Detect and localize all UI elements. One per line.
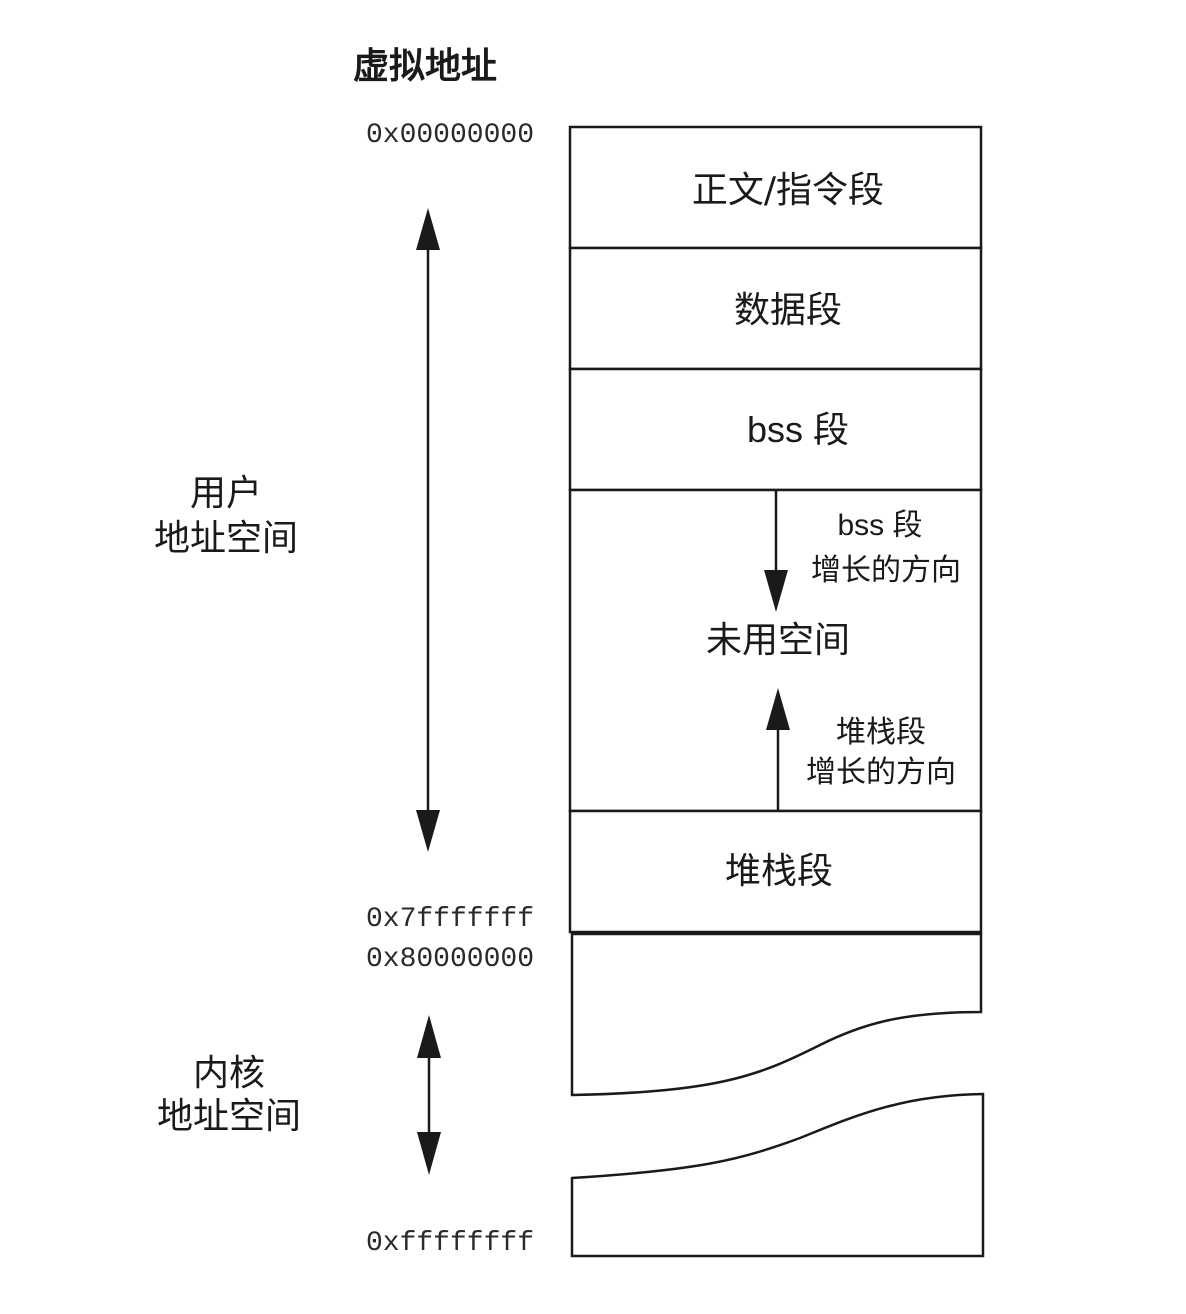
kernel-space-range-arrow xyxy=(417,1015,441,1175)
user-space-range-arrow xyxy=(416,208,440,852)
segment-unused-label: 未用空间 xyxy=(706,620,850,661)
address-kernel-start: 0x80000000 xyxy=(366,944,534,975)
diagram-title: 虚拟地址 xyxy=(353,46,497,87)
segment-bss-label: bss 段 xyxy=(747,409,849,450)
kernel-space-label-line1: 内核 xyxy=(193,1053,265,1094)
segment-data-label: 数据段 xyxy=(734,290,842,331)
segment-data-box xyxy=(568,246,983,371)
address-user-end: 0x7fffffff xyxy=(366,904,534,935)
stack-growth-note-line1: 堆栈段 xyxy=(836,715,926,750)
segment-text-box xyxy=(568,125,983,250)
kernel-space-upper-block xyxy=(570,932,983,1097)
address-end: 0xffffffff xyxy=(366,1228,534,1259)
segment-bss-box xyxy=(568,367,983,492)
kernel-space-lower-block xyxy=(570,1092,985,1258)
segment-stack-label: 堆栈段 xyxy=(725,851,833,892)
stack-growth-note-line2: 增长的方向 xyxy=(806,755,956,790)
bss-growth-note-line2: 增长的方向 xyxy=(811,553,961,588)
user-space-label-line1: 用户 xyxy=(190,473,262,514)
bss-growth-arrow xyxy=(764,490,788,612)
kernel-space-label-line2: 地址空间 xyxy=(157,1096,301,1137)
segment-text-label: 正文/指令段 xyxy=(692,170,884,211)
user-space-label-line2: 地址空间 xyxy=(154,518,298,559)
stack-growth-arrow xyxy=(766,688,790,811)
address-start: 0x00000000 xyxy=(366,120,534,151)
bss-growth-note-line1: bss 段 xyxy=(837,509,922,542)
segment-stack-box xyxy=(568,809,983,934)
